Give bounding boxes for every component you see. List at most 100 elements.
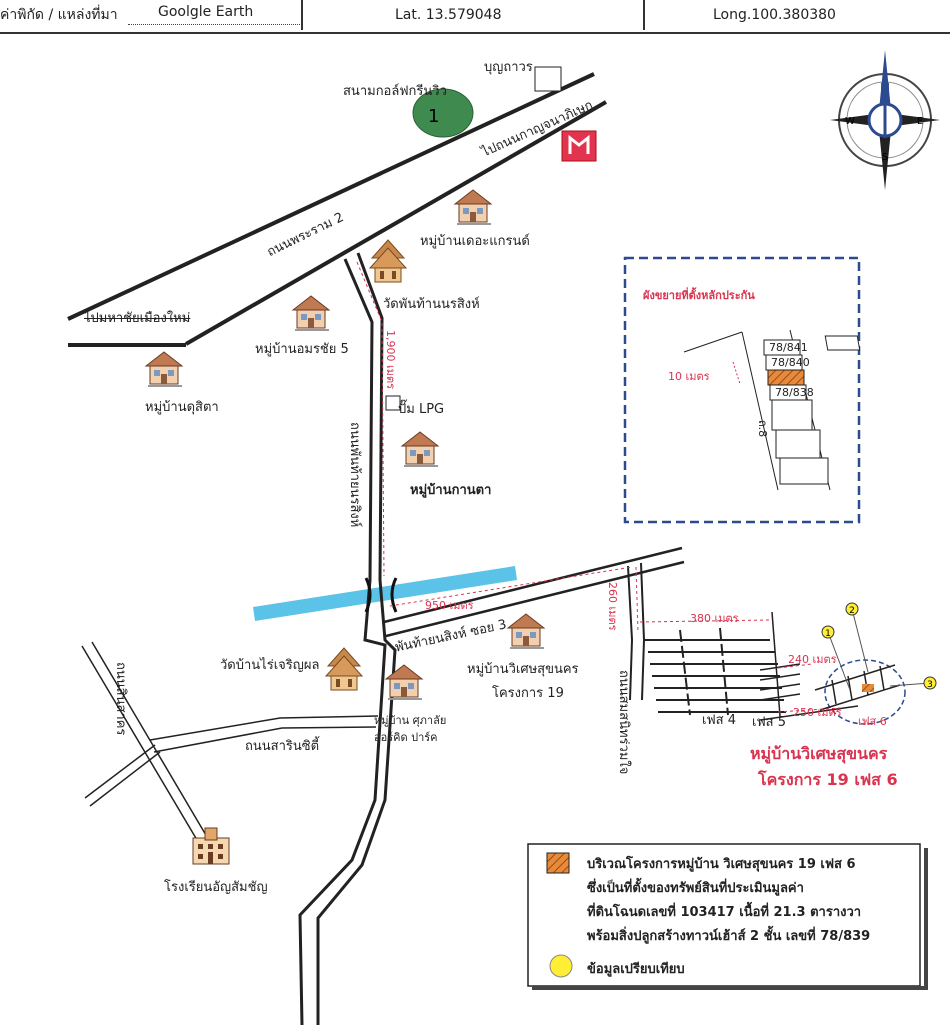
- golf-label: สนามกอล์ฟกรีนวิว: [343, 84, 447, 99]
- header-bar: ค่าพิกัด / แหล่งที่มา Goolgle Earth Lat.…: [0, 0, 950, 34]
- legend-line-4: พร้อมสิ่งปลูกสร้างทาวน์เฮ้าส์ 2 ชั้น เลข…: [587, 929, 871, 944]
- dist-1900-label: 1,900 เมตร: [384, 330, 397, 390]
- dist-260-line: [635, 566, 639, 633]
- legend-line-1: บริเวณโครงการหมู่บ้าน วิเศษสุขนคร 19 เฟส…: [587, 857, 856, 872]
- supalai-label-2: ออร์คิด ปาร์ค: [374, 731, 438, 744]
- buntaworn-label: บุญถาวร: [484, 60, 533, 75]
- marker2-label: 2: [849, 606, 855, 616]
- phase6-grid: [814, 664, 901, 711]
- marker1-leader: [827, 631, 851, 691]
- house-icon-amornchai: [292, 295, 330, 331]
- school-label: โรงเรียนอัญสัมชัญ: [164, 880, 268, 895]
- house-icon-wisetsuk: [507, 613, 545, 649]
- header-divider-2: [643, 0, 645, 30]
- house-icon-dusita: [145, 351, 183, 387]
- sinsakorn-road-2: [91, 641, 211, 843]
- lpg-label: ปั๊ม LPG: [398, 402, 445, 417]
- source-label: ค่าพิกัด / แหล่งที่มา: [0, 7, 118, 23]
- temple-icon-wat-rai: [325, 647, 363, 691]
- dist-380-label: 380 เมตร: [690, 612, 739, 625]
- header-divider-1: [301, 0, 303, 30]
- dist-380-line: [639, 619, 771, 623]
- house-icon-supalai: [385, 664, 423, 700]
- inset-width-line: [732, 361, 741, 385]
- marker1-dot: [821, 625, 835, 639]
- bridge-left: [364, 577, 372, 613]
- source-underline: [128, 24, 300, 25]
- phanthai-road-east: [316, 252, 397, 1025]
- inset-lot-841-label: 78/841: [769, 341, 808, 354]
- compass-e: E: [917, 116, 923, 127]
- golf-flag-icon: 1: [428, 106, 439, 127]
- compass-n: N: [880, 81, 890, 95]
- dist-250-line: [777, 707, 841, 713]
- phanthai-road-label: ถนนพันท้ายนรสิงห์: [347, 422, 362, 528]
- legend-shadow-b: [532, 986, 924, 990]
- inset-lot-839: [767, 369, 805, 386]
- to-mahachai-label: ไปมหาชัยเมืองใหม่: [84, 311, 191, 326]
- sinsakorn-road-label: ถนนสินสาคร: [113, 662, 128, 736]
- phanthai-road-west: [298, 258, 387, 1025]
- lpg-icon: [385, 395, 401, 411]
- latitude: Lat. 13.579048: [395, 7, 502, 23]
- legend-shadow-r: [924, 848, 928, 990]
- legend-hatch-swatch: [546, 852, 570, 874]
- cross-road-2: [89, 751, 161, 807]
- samsanit-road-right: [640, 562, 646, 701]
- phase5-grid: [759, 611, 859, 721]
- legend-yellow-dot: [549, 954, 573, 978]
- dist-950-label: 950 เมตร: [425, 599, 474, 612]
- dist-240-label: 240 เมตร: [788, 653, 837, 666]
- sarin-road-label: ถนนสารินซิตี้: [245, 739, 320, 754]
- supalai-label-1: หมู่บ้าน ศุภาลัย: [374, 714, 447, 727]
- project-title-2: โครงการ 19 เฟส 6: [758, 770, 898, 789]
- phase4-grid: [645, 627, 786, 716]
- temple-icon-phanthai: [369, 239, 407, 283]
- source-value: Goolgle Earth: [158, 4, 254, 20]
- dist-950-line: [389, 566, 633, 607]
- dist-250-label: 250 เมตร: [793, 706, 842, 719]
- sarin-road-lower: [153, 726, 377, 753]
- wat-phanthai-label: วัดพันท้านนรสิงห์: [383, 297, 480, 312]
- inset-frame: [623, 256, 861, 524]
- buntaworn-icon: [534, 66, 562, 92]
- soi3-road-lower: [385, 560, 685, 638]
- inset-lot-840-label: 78/840: [771, 356, 810, 369]
- inset-lot-b: [775, 429, 821, 459]
- house-icon-kanta: [401, 431, 439, 467]
- sinsakorn-road-1: [81, 645, 201, 846]
- dist-260-label: 260 เมตร: [606, 582, 619, 631]
- amornchai-label: หมู่บ้านอมรชัย 5: [255, 342, 349, 357]
- river: [253, 566, 517, 621]
- soi3-road-upper: [383, 546, 683, 624]
- inset-width-label: 10 เมตร: [668, 370, 710, 383]
- wat-rai-label: วัดบ้านไร่เจริญผล: [220, 658, 320, 673]
- legend-line-2: ซึ่งเป็นที่ตั้งของทรัพย์สินที่ประเมินมูล…: [587, 881, 804, 896]
- phase5-label: เฟส 5: [752, 715, 786, 730]
- phase6-subject-lot: [862, 684, 874, 692]
- project-title-1: หมู่บ้านวิเศษสุขนคร: [750, 744, 888, 763]
- marker2-leader: [851, 608, 869, 673]
- legend-box: [527, 843, 921, 987]
- longitude: Long.100.380380: [713, 7, 836, 23]
- inset-lot-c: [779, 457, 829, 485]
- sarin-road-upper: [149, 715, 379, 741]
- compass-icon: N S W E: [830, 50, 940, 190]
- phase6-label: เฟส 6: [858, 715, 887, 728]
- school-icon: [192, 827, 230, 865]
- compass-w: W: [845, 116, 855, 127]
- cross-road-1: [84, 744, 156, 799]
- inset-lot-a: [771, 399, 813, 431]
- legend-line-3: ที่ดินโฉนดเลขที่ 103417 เนื้อที่ 21.3 ตา…: [587, 905, 862, 920]
- inset-title: ผังขยายที่ตั้งหลักประกัน: [643, 289, 755, 302]
- marker3-dot: [923, 676, 937, 690]
- dist-1900-line: [356, 261, 385, 577]
- compass-s: S: [882, 152, 888, 163]
- samsanit-road-left: [627, 565, 634, 701]
- wisetsuk-label-2: โครงการ 19: [492, 686, 564, 701]
- wisetsuk-label-1: หมู่บ้านวิเศษสุขนคร: [467, 662, 579, 677]
- samsanit-road-label: ถนนสมสนิทร่วมใจ: [616, 670, 631, 775]
- legend-line-5: ข้อมูลเปรียบเทียบ: [587, 962, 685, 977]
- house-icon-thegrand: [454, 189, 492, 225]
